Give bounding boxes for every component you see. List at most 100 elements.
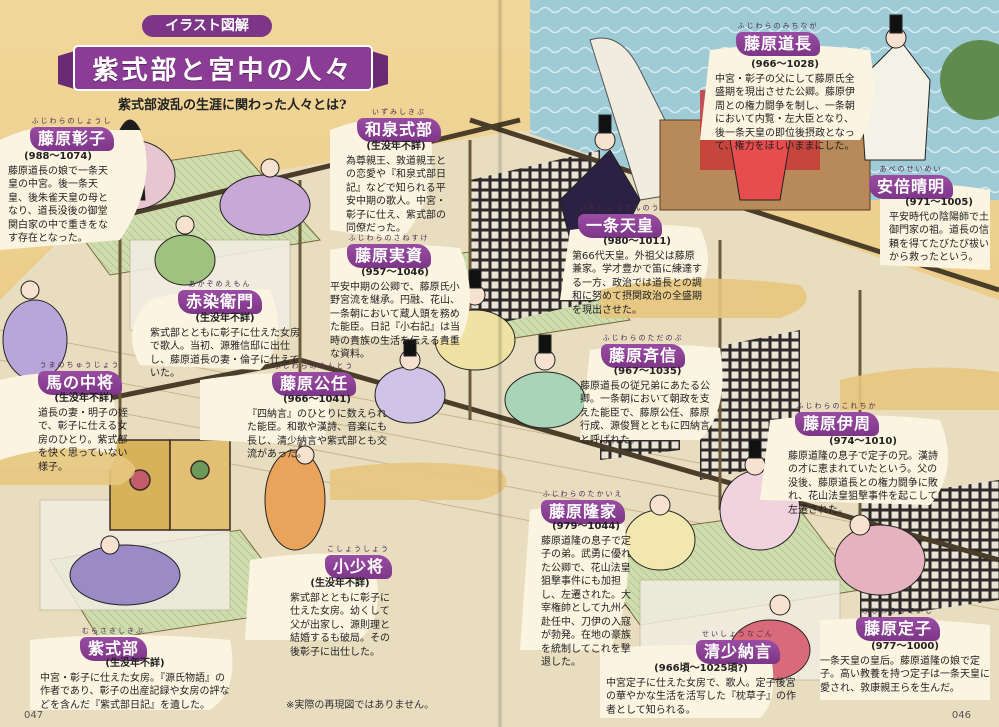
person-name-badge: ふじわらのただのぶ藤原斉信 [601, 334, 686, 368]
person-description: 平安時代の陰陽師で土御門家の祖。道長の信頼を得てたびたび祓いから救ったという。 [889, 211, 989, 264]
person-name: 和泉式部 [365, 120, 434, 139]
person-name-ruby: いずみしきぶ [372, 108, 426, 116]
person-name-badge: ふじわらのていし藤原定子 [856, 607, 941, 641]
person-dates: (966～1041) [283, 394, 351, 405]
person-name-ruby: せいしょうなごん [702, 630, 774, 638]
person-description: 中宮・彰子の父にして藤原氏全盛期を現出させた公卿。藤原伊周との権力闘争を制し、一… [715, 73, 855, 153]
person-description: 中宮・彰子に仕えた女房。『源氏物語』の作者であり、彰子の出産記録や女房の評などを… [40, 672, 230, 711]
person-name: 藤原斉信 [609, 346, 678, 365]
person-description: 紫式部とともに彰子に仕えた女房。幼くして父が出家し、源則理と結婚するも破局。その… [290, 592, 390, 658]
person-name-ruby: ふじわらのこれちか [796, 402, 878, 410]
person-name: 藤原定子 [864, 619, 933, 638]
person-dates: (979～1044) [552, 521, 620, 532]
person-description: 『四納言』のひとりに数えられた能臣。和歌や漢詩、音楽にも長じ、清少納言や紫式部と… [247, 408, 387, 461]
person-name: 藤原道長 [744, 34, 813, 53]
disclaimer-note: ※実際の再現図ではありません。 [286, 700, 435, 711]
person-dates: (生没年不詳) [195, 313, 255, 324]
person-dates: (988～1074) [24, 151, 92, 162]
person-name-ruby: いちじょうてんのう [579, 204, 661, 212]
person-name-ruby: ふじわらのしょうし [31, 117, 113, 125]
page-number-left: 047 [24, 710, 44, 721]
person-name: 馬の中将 [46, 373, 115, 392]
person-name-badge: せいしょうなごん清少納言 [696, 630, 781, 664]
ribbon-icon [58, 45, 388, 91]
person-dates: (966頃～1025頃?) [654, 663, 748, 674]
person-name-ruby: ふじわらのただのぶ [602, 334, 684, 342]
person-info: (生没年不詳) 中宮・彰子に仕えた女房。『源氏物語』の作者であり、彰子の出産記録や… [40, 657, 230, 712]
person-name: 一条天皇 [586, 216, 655, 235]
person-name-badge: ふじわらのきんとう藤原公任 [272, 362, 357, 396]
person-dates: (生没年不詳) [310, 578, 370, 589]
person-dates: (966～1028) [751, 59, 819, 70]
person-name-ruby: ふじわらのたかいえ [542, 490, 624, 498]
person-info: (966頃～1025頃?) 中宮定子に仕えた女房で、歌人。定子後宮の華やかな生活を… [606, 662, 796, 717]
person-description: 為尊親王、敦道親王との恋愛や『和泉式部日記』などで知られる平安中期の歌人。中宮・… [346, 155, 446, 235]
person-dates: (980～1011) [603, 236, 671, 247]
person-name-badge: いずみしきぶ和泉式部 [357, 108, 442, 142]
person-name-ruby: ふじわらのさねすけ [348, 234, 430, 242]
person-info: (980～1011) 第66代天皇。外祖父は藤原兼家。学才豊かで笛に練達する一方、… [572, 235, 702, 317]
person-name-badge: ふじわらのこれちか藤原伊周 [795, 402, 880, 436]
person-name: 紫式部 [88, 639, 140, 658]
person-dates: (967～1035) [613, 366, 682, 377]
person-name-badge: ふじわらのしょうし藤原彰子 [30, 117, 115, 151]
person-dates: (生没年不詳) [54, 393, 114, 404]
person-info: (979～1044)藤原道隆の息子で定子の弟。武勇に優れた公卿で、花山法皇狙撃事… [541, 520, 631, 670]
person-description: 紫式部とともに彰子に仕えた女房で歌人。当初、源雅信邸に出仕し、藤原道長の妻・倫子… [150, 327, 300, 380]
person-info: (988～1074) 藤原道長の娘で一条天皇の中宮。後一条天皇、後朱雀天皇の母とな… [8, 150, 108, 246]
person-description: 藤原道隆の息子で定子の兄。漢詩の才に恵まれていたという。父の没後、藤原道長との権… [788, 450, 938, 516]
person-name: 藤原公任 [280, 374, 349, 393]
person-description: 第66代天皇。外祖父は藤原兼家。学才豊かで笛に練達する一方、政治では道長との調和… [572, 250, 702, 316]
person-name-badge: こしょうしょう小少将 [325, 545, 393, 579]
person-dates: (生没年不詳) [105, 658, 165, 669]
person-dates: (957～1046) [361, 267, 429, 278]
person-description: 中宮定子に仕えた女房で、歌人。定子後宮の華やかな生活を活写した『枕草子』の作者と… [606, 677, 796, 716]
person-description: 藤原道長の娘で一条天皇の中宮。後一条天皇、後朱雀天皇の母となり、道長没後の御堂関… [8, 165, 108, 245]
person-name-badge: いちじょうてんのう一条天皇 [578, 204, 663, 238]
person-info: (971～1005) 平安時代の陰陽師で土御門家の祖。道長の信頼を得てたびたび祓い… [889, 196, 989, 265]
person-name: 藤原隆家 [549, 502, 618, 521]
page-title: 紫式部と宮中の人々 [92, 56, 354, 86]
illustration-label: イラスト図解 [142, 15, 272, 37]
person-info: (966～1041) 『四納言』のひとりに数えられた能臣。和歌や漢詩、音楽にも長じ… [247, 393, 387, 462]
person-name: 清少納言 [704, 642, 773, 661]
person-name-badge: あかぞめえもん赤染衛門 [178, 280, 263, 314]
person-dates: (生没年不詳) [366, 141, 426, 152]
person-name: 藤原彰子 [38, 129, 107, 148]
person-name-ruby: うまのちゅうじょう [39, 361, 121, 369]
person-dates: (971～1005) [905, 197, 973, 208]
person-info: (977～1000) 一条天皇の皇后。藤原道隆の娘で定子。高い教養を持つ定子は一条… [820, 640, 990, 695]
person-dates: (974～1010) [829, 436, 897, 447]
person-info: (生没年不詳) 紫式部とともに彰子に仕えた女房。幼くして父が出家し、源則理と結婚す… [290, 577, 390, 659]
person-name-ruby: あべのせいめい [879, 165, 943, 173]
person-name-badge: ふじわらのたかいえ藤原隆家 [541, 490, 626, 524]
person-name: 小少将 [333, 557, 385, 576]
person-info: (974～1010) 藤原道隆の息子で定子の兄。漢詩の才に恵まれていたという。父の… [788, 435, 938, 517]
person-name-ruby: ふじわらのていし [862, 607, 934, 615]
person-name-badge: ふじわらのさねすけ藤原実資 [347, 234, 432, 268]
person-name-badge: あべのせいめい安倍晴明 [869, 165, 954, 199]
person-info: (生没年不詳) 道長の妻・明子の姪で、彰子に仕える女房のひとり。紫式部を快く思って… [38, 392, 130, 474]
person-name-ruby: こしょうしょう [327, 545, 390, 553]
person-name-badge: ふじわらのみちなが藤原道長 [736, 22, 821, 56]
page-number-right: 046 [951, 710, 971, 721]
person-name-ruby: むらさきしきぶ [82, 627, 145, 635]
person-info: (957～1046) 平安中期の公卿で、藤原氏小野宮流を継承。円融、花山、一条朝に… [330, 266, 460, 362]
person-description: 藤原道長の従兄弟にあたる公卿。一条朝において朝政を支えた能臣で、藤原公任、藤原行… [580, 380, 710, 446]
person-info: (966～1028) 中宮・彰子の父にして藤原氏全盛期を現出させた公卿。藤原伊周と… [715, 58, 855, 154]
person-info: (生没年不詳) 為尊親王、敦道親王との恋愛や『和泉式部日記』などで知られる平安中期… [346, 140, 446, 236]
person-name-badge: むらさきしきぶ紫式部 [80, 627, 148, 661]
person-name-ruby: あかぞめえもん [188, 280, 252, 288]
person-name-badge: うまのちゅうじょう馬の中将 [38, 361, 123, 395]
person-description: 道長の妻・明子の姪で、彰子に仕える女房のひとり。紫式部を快く思っていない様子。 [38, 407, 128, 473]
person-dates: (977～1000) [871, 641, 939, 652]
person-info: (967～1035) 藤原道長の従兄弟にあたる公卿。一条朝において朝政を支えた能臣… [580, 365, 715, 447]
person-name: 安倍晴明 [877, 177, 946, 196]
person-name-ruby: ふじわらのみちなが [737, 22, 819, 30]
person-description: 一条天皇の皇后。藤原道隆の娘で定子。高い教養を持つ定子は一条天皇に愛され、敦康親… [820, 655, 990, 694]
person-description: 平安中期の公卿で、藤原氏小野宮流を継承。円融、花山、一条朝において蔵人頭を務めた… [330, 281, 460, 361]
person-name: 藤原伊周 [803, 414, 872, 433]
person-name-ruby: ふじわらのきんとう [273, 362, 355, 370]
page-subtitle: 紫式部波乱の生涯に関わった人々とは? [118, 98, 347, 113]
